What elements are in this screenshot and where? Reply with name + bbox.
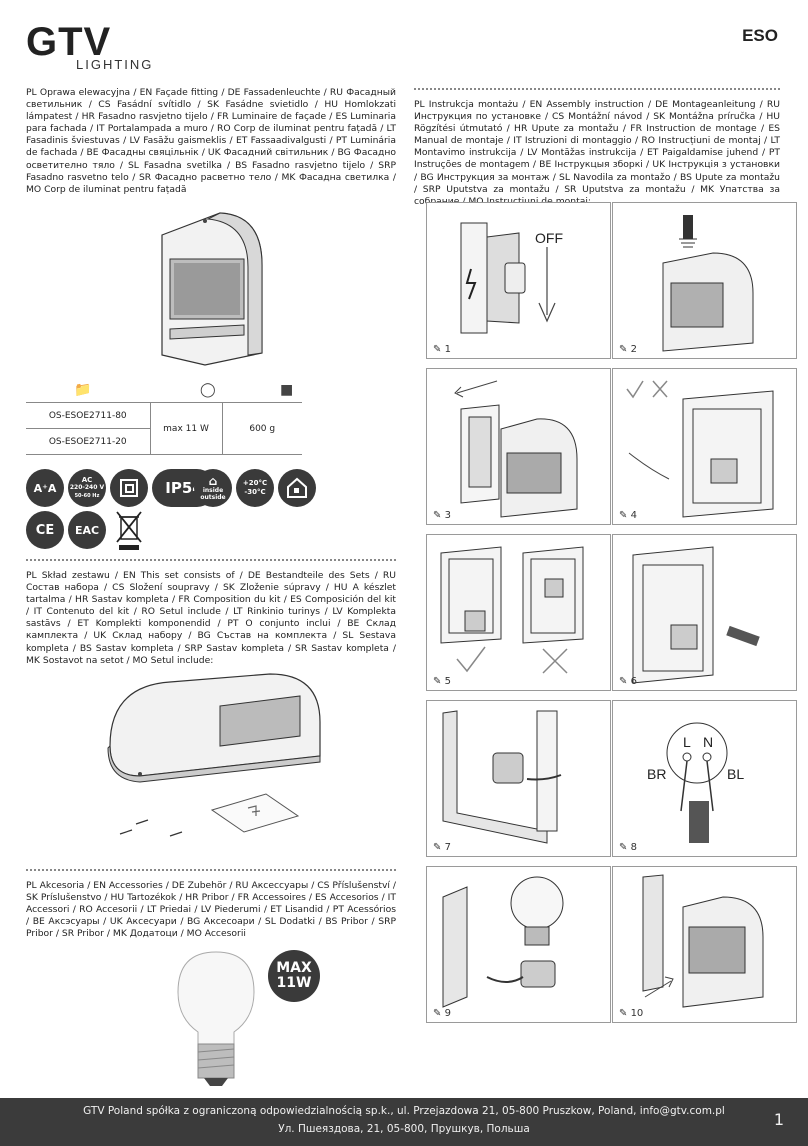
- ce-mark: CE: [26, 511, 64, 549]
- step-panel-3: ✎ 3: [426, 368, 611, 525]
- step-number: ✎ 10: [619, 1008, 644, 1019]
- product-description: PL Oprawa elewacyjna / EN Façade fitting…: [26, 87, 396, 195]
- max-label: MAX: [276, 960, 312, 976]
- voltage-badge: AC 220-240 V 50-60 Hz: [68, 469, 106, 507]
- step-panel-5: ✎ 5: [426, 534, 611, 691]
- footer: GTV Poland spółka z ograniczoną odpowied…: [0, 1098, 808, 1146]
- step-1-illustration: OFF: [460, 222, 563, 334]
- inside-label: inside: [202, 487, 224, 494]
- inside-outside-badge: ⌂ inside outside: [194, 469, 232, 507]
- step-number-8: 8: [630, 842, 637, 853]
- model-2: OS-ESOE2711-20: [26, 428, 150, 455]
- step-2-illustration: [662, 215, 754, 352]
- set-contents-illustration: [107, 673, 321, 837]
- outside-label: outside: [200, 494, 226, 501]
- step-number-2: 2: [630, 344, 637, 355]
- step-8-illustration: L N BR BL: [647, 722, 744, 843]
- accessories-title: PL Akcesoria / EN Accessories / DE Zubeh…: [26, 880, 396, 940]
- voltage-label: 220-240 V: [69, 484, 105, 491]
- step-7-illustration: [442, 710, 562, 844]
- eac-mark: EAC: [68, 511, 106, 549]
- step-number-6: 6: [630, 676, 637, 687]
- bulb-illustration: [177, 951, 255, 1086]
- temp-high-label: +20°C: [242, 479, 268, 487]
- step-panel-4: ✎ 4: [612, 368, 797, 525]
- folder-icon: 📁: [74, 382, 92, 398]
- bl-label: BL: [727, 766, 744, 782]
- step-number: ✎ 5: [433, 676, 451, 687]
- step-number-10: 10: [630, 1008, 644, 1019]
- separator: [26, 869, 396, 871]
- wall-mount-icon: [278, 469, 316, 507]
- step-panel-7: ✎ 7: [426, 700, 611, 857]
- max-value: 11W: [276, 975, 312, 991]
- step-number: ✎ 6: [619, 676, 637, 687]
- step-number-7: 7: [444, 842, 451, 853]
- step-number-4: 4: [630, 510, 637, 521]
- brand-subtitle: LIGHTING: [76, 57, 154, 72]
- spec-table: 📁 ◯ ■ OS-ESOE2711-80 max 11 W 600 g OS-E…: [26, 376, 396, 458]
- step-number: ✎ 3: [433, 510, 451, 521]
- separator: [414, 88, 780, 90]
- company-address: GTV Poland spółka z ograniczoną odpowied…: [83, 1105, 725, 1117]
- max-power-badge: MAX 11W: [268, 950, 320, 1002]
- house-icon: ⌂: [208, 474, 218, 488]
- bulb-icon: ◯: [200, 382, 216, 398]
- assembly-instruction-title: PL Instrukcja montażu / EN Assembly inst…: [414, 99, 780, 207]
- step-number: ✎ 7: [433, 842, 451, 853]
- step-number: ✎ 2: [619, 344, 637, 355]
- class-ii-icon: [110, 469, 148, 507]
- product-illustration: [161, 212, 263, 366]
- step-panel-8: L N BR BL ✎ 8: [612, 700, 797, 857]
- br-label: BR: [647, 766, 666, 782]
- temperature-badge: +20°C -30°C: [236, 469, 274, 507]
- step-panel-9: ✎ 9: [426, 866, 611, 1023]
- step-3-illustration: [454, 380, 578, 518]
- brand-name: GTV: [26, 20, 112, 64]
- step-panel-10: ✎ 10: [612, 866, 797, 1023]
- temp-low-label: -30°C: [244, 488, 266, 496]
- off-label: OFF: [535, 230, 563, 246]
- energy-badge: A⁺A: [26, 469, 64, 507]
- n-label: N: [703, 734, 713, 750]
- step-number: ✎ 8: [619, 842, 637, 853]
- step-number-9: 9: [444, 1008, 451, 1019]
- step-number: ✎ 4: [619, 510, 637, 521]
- product-code: ESO: [742, 26, 778, 45]
- step-number-5: 5: [444, 676, 451, 687]
- step-10-illustration: [642, 874, 764, 1008]
- step-number: ✎ 9: [433, 1008, 451, 1019]
- frequency-label: 50-60 Hz: [74, 493, 100, 499]
- power-value: max 11 W: [149, 402, 222, 455]
- step-6-illustration: [632, 546, 760, 684]
- step-number-1: 1: [444, 344, 451, 355]
- step-5-illustration: [440, 546, 584, 674]
- weight-value: 600 g: [221, 402, 302, 455]
- model-1: OS-ESOE2711-80: [26, 402, 150, 429]
- step-9-illustration: [442, 876, 564, 1008]
- set-contents-title: PL Skład zestawu / EN This set consists …: [26, 570, 396, 666]
- page-number: 1: [773, 1110, 784, 1129]
- brand-logo: GTV LIGHTING: [26, 20, 151, 72]
- company-address-cyrillic: Ул. Пшеяздова, 21, 05-800, Прушкув, Поль…: [278, 1123, 530, 1135]
- weee-bin-icon: [116, 511, 142, 550]
- l-label: L: [683, 734, 691, 750]
- ac-label: AC: [81, 476, 93, 484]
- step-number-3: 3: [444, 510, 451, 521]
- step-panel-1: OFF ✎ 1: [426, 202, 611, 359]
- step-number: ✎ 1: [433, 344, 451, 355]
- weight-icon: ■: [280, 382, 294, 398]
- step-4-illustration: [626, 380, 774, 518]
- step-panel-2: ✎ 2: [612, 202, 797, 359]
- separator: [26, 559, 396, 561]
- step-panel-6: ✎ 6: [612, 534, 797, 691]
